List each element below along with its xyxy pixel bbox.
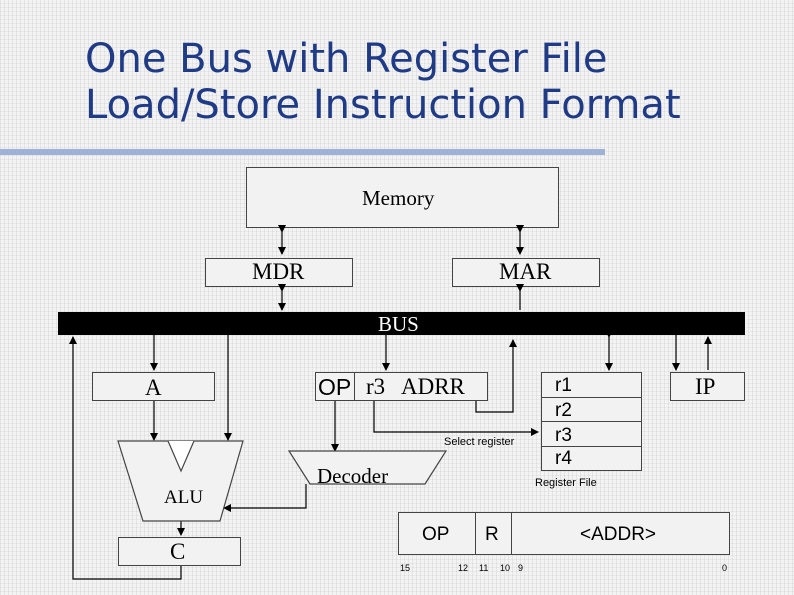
register-c-box — [118, 537, 241, 566]
bus — [58, 312, 745, 335]
format-divider-r — [511, 512, 512, 555]
alu-label: ALU — [164, 487, 204, 508]
memory-label: Memory — [362, 186, 435, 210]
register-r1-label: r1 — [555, 375, 572, 396]
bit-label: 9 — [518, 563, 524, 573]
ir-reg-label: r3 — [366, 374, 386, 399]
format-addr-field: <ADDR> — [580, 524, 657, 545]
register-a-box — [92, 372, 215, 401]
bit-label: 10 — [500, 563, 511, 573]
instruction-format-box — [398, 512, 730, 555]
c-bus-connector — [69, 336, 182, 580]
alu-shape — [117, 440, 244, 522]
mar-box — [452, 258, 600, 287]
register-r2-label: r2 — [555, 400, 572, 421]
format-r-field: R — [485, 524, 499, 545]
ir-divider — [354, 372, 355, 401]
ir-bus-connector — [475, 339, 517, 413]
ip-label: IP — [695, 374, 716, 399]
ir-op-label: OP — [318, 374, 352, 400]
select-register-connector — [373, 401, 539, 436]
decoder-shape — [287, 450, 448, 485]
mar-label: MAR — [499, 259, 552, 284]
decoder-label: Decoder — [317, 464, 389, 488]
bit-label: 12 — [458, 563, 469, 573]
ip-box — [670, 372, 745, 401]
register-file-row-divider — [541, 446, 642, 447]
mdr-label: MDR — [252, 259, 305, 284]
register-a-label: A — [145, 375, 162, 400]
title-line-1: One Bus with Register File — [85, 36, 608, 82]
register-r3-label: r3 — [555, 425, 572, 446]
register-file-row-divider — [541, 397, 642, 398]
title-underline — [0, 149, 605, 155]
bit-label: 15 — [400, 563, 411, 573]
bus-label: BUS — [378, 312, 419, 336]
slide-title: One Bus with Register File Load/Store In… — [85, 36, 681, 128]
bit-label: 0 — [722, 563, 728, 573]
memory-box — [246, 167, 559, 228]
register-file-label: Register File — [535, 477, 597, 489]
mdr-box — [205, 258, 353, 287]
bit-label: 11 — [479, 563, 489, 573]
alu-notch — [167, 440, 195, 473]
register-c-label: C — [170, 539, 186, 564]
ir-addr-label: ADRR — [401, 374, 465, 399]
register-file-row-divider — [541, 421, 642, 422]
register-r4-label: r4 — [555, 448, 572, 469]
title-line-2: Load/Store Instruction Format — [85, 82, 681, 128]
format-divider-op — [475, 512, 476, 555]
format-op-field: OP — [422, 524, 450, 545]
instruction-register-box — [315, 372, 488, 401]
select-register-label: Select register — [444, 436, 515, 448]
decoder-alu-connector — [223, 484, 307, 512]
